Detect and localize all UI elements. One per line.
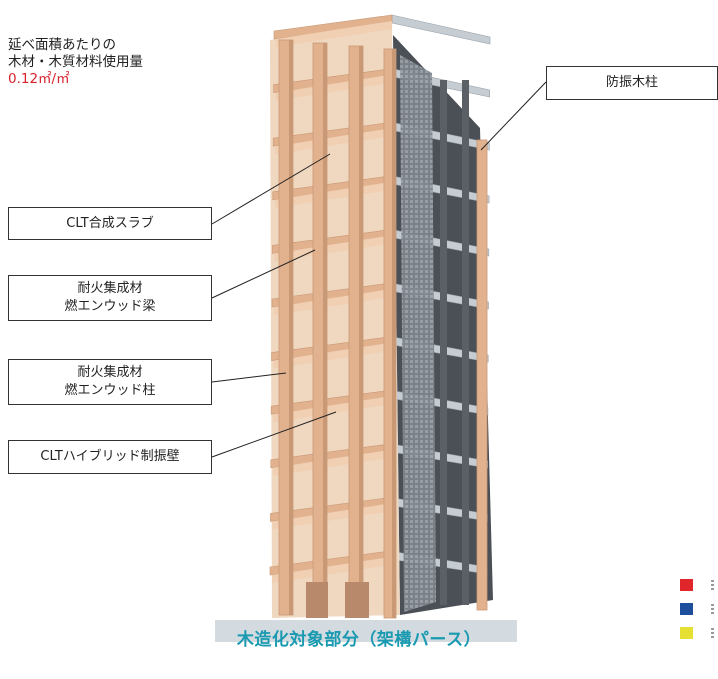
figure-caption: 木造化対象部分（架構パース） (236, 630, 482, 650)
label-fire-beam: 耐火集成材 燃エンウッド梁 (8, 275, 212, 321)
timber-column-shade (359, 46, 363, 617)
stat-value: 0.12㎡/㎡ (8, 71, 70, 87)
label-fire-beam-line1: 耐火集成材 (77, 281, 143, 296)
label-fire-column: 耐火集成材 燃エンウッド柱 (8, 359, 212, 405)
stat-line-1: 延べ面積あたりの (8, 37, 116, 53)
leader-line (211, 153, 331, 225)
legend-swatch-blue (680, 603, 693, 615)
base-door (306, 582, 328, 618)
leader-line (211, 249, 316, 299)
wood-usage-stat: 延べ面積あたりの 木材・木質材料使用量 0.12㎡/㎡ (8, 37, 143, 88)
anti-vibration-column (476, 139, 488, 611)
steel-slab-edge (391, 14, 491, 45)
timber-column-shade (323, 43, 327, 616)
base-door-2 (345, 582, 369, 618)
steel-column (462, 80, 469, 605)
legend-dots (711, 628, 714, 638)
leader-lines (211, 81, 547, 458)
label-fire-beam-line2: 燃エンウッド梁 (64, 299, 156, 314)
legend-swatch-yellow (680, 627, 693, 639)
leader-line (211, 372, 287, 383)
label-fire-column-line1: 耐火集成材 (77, 365, 143, 380)
back-steel-columns (440, 80, 469, 605)
legend-row (680, 621, 714, 645)
label-clt-slab: CLT合成スラブ (8, 207, 212, 240)
legend-dots (711, 604, 714, 614)
timber-column-shade (392, 49, 396, 618)
label-anti-vibration-column-text: 防振木柱 (605, 75, 658, 90)
legend (680, 573, 714, 645)
ground-plane (215, 620, 517, 642)
slab-underside (276, 21, 392, 47)
label-clt-wall-text: CLTハイブリッド制振壁 (40, 449, 180, 464)
label-fire-column-line2: 燃エンウッド柱 (64, 383, 156, 398)
steel-column (440, 80, 447, 605)
legend-swatch-red (680, 579, 693, 591)
timber-column-shade (289, 40, 293, 615)
leader-line (480, 81, 547, 151)
timber-columns (278, 39, 488, 619)
clt-hybrid-wall-mesh (400, 55, 436, 612)
stat-line-2: 木材・木質材料使用量 (8, 54, 143, 70)
label-clt-wall: CLTハイブリッド制振壁 (8, 440, 212, 474)
label-clt-slab-text: CLT合成スラブ (66, 215, 154, 231)
legend-dots (711, 580, 714, 590)
legend-row (680, 573, 714, 597)
leader-line (211, 411, 337, 458)
legend-row (680, 597, 714, 621)
label-anti-vibration-column: 防振木柱 (546, 66, 718, 100)
